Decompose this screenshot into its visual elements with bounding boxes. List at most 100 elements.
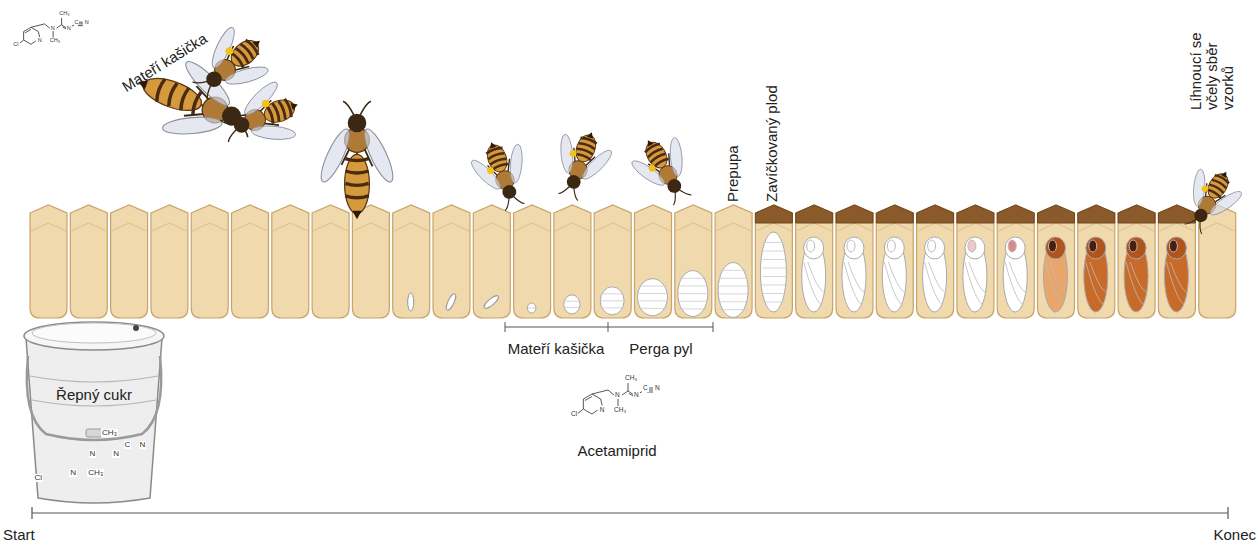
bee-stripe xyxy=(191,91,201,114)
bee-antennae xyxy=(343,101,371,115)
atom-label: N xyxy=(50,26,56,32)
pollen-load xyxy=(647,164,656,173)
atom-label: C xyxy=(124,441,132,449)
bee-wing xyxy=(316,126,355,185)
comb-cell xyxy=(635,205,672,318)
cell-facet xyxy=(797,223,832,231)
bee-wing xyxy=(251,124,296,141)
larva-segment xyxy=(762,276,785,277)
comb-cell xyxy=(917,205,954,318)
atom-label: N xyxy=(139,441,147,449)
bee-stripe xyxy=(486,147,503,154)
comb-cell xyxy=(191,205,228,318)
bee-abdomen xyxy=(261,96,297,126)
comb-cell xyxy=(755,205,792,318)
worker-bee xyxy=(540,122,619,207)
cell-facet xyxy=(998,223,1033,231)
pupa-eye xyxy=(968,240,976,252)
comb-cell xyxy=(352,205,389,318)
pupa-eye xyxy=(928,240,936,252)
comb-cell xyxy=(715,205,752,318)
bee-head xyxy=(1192,206,1210,224)
comb-cell xyxy=(836,205,873,318)
bond xyxy=(24,40,31,44)
worker-bee xyxy=(1169,158,1251,243)
bee-wing xyxy=(208,25,238,71)
atom-label: N xyxy=(654,385,661,392)
pupa-legs xyxy=(884,262,904,305)
pupa-head xyxy=(1166,237,1186,259)
larva-segment xyxy=(679,301,707,302)
atom-label: N xyxy=(37,38,43,44)
bond xyxy=(592,390,608,394)
bee-stripe xyxy=(179,87,189,110)
pupa-legs xyxy=(1166,262,1186,305)
comb-cell xyxy=(272,205,309,318)
bee-stripe xyxy=(575,153,592,160)
bee-stripe xyxy=(488,152,505,159)
bee-stripe xyxy=(345,196,368,198)
bee-stripe xyxy=(579,142,596,149)
comb-cell xyxy=(70,205,107,318)
atom-label: N xyxy=(614,392,621,399)
pupa-legs xyxy=(965,262,985,305)
pupa-eye xyxy=(1049,240,1057,252)
comb-cell xyxy=(393,205,430,318)
bee-wing xyxy=(509,144,524,184)
bee-stripe xyxy=(490,157,507,164)
bond xyxy=(24,27,31,31)
cell-facet xyxy=(877,223,912,231)
pupa-eye xyxy=(1089,240,1097,252)
bee-stripe xyxy=(581,137,598,144)
larva-segment xyxy=(679,278,707,279)
cell-cap xyxy=(755,205,792,223)
cell-facet xyxy=(716,223,751,231)
cell-facet xyxy=(273,223,308,231)
larva-segment xyxy=(762,285,785,286)
atom-label: N xyxy=(599,407,606,414)
cell-cap xyxy=(1038,205,1075,223)
bee-antennae xyxy=(193,74,217,99)
larva-segment xyxy=(639,308,667,309)
egg xyxy=(444,293,457,312)
cell-facet xyxy=(958,223,993,231)
cell-facet xyxy=(1119,223,1154,231)
bucket-lid xyxy=(24,322,164,350)
bond xyxy=(585,397,592,401)
bond xyxy=(583,399,584,409)
bucket-body xyxy=(26,338,162,503)
cell-facet xyxy=(1200,223,1235,231)
pupa-head xyxy=(965,237,985,259)
pupa-eye xyxy=(1169,240,1177,252)
bee-antennae xyxy=(668,186,691,205)
bond xyxy=(592,410,598,414)
stage-label: Prepupa xyxy=(724,145,741,202)
pupa-legs xyxy=(804,262,824,305)
bond xyxy=(583,409,592,414)
pupa-head xyxy=(925,237,945,259)
pupa-eye xyxy=(1008,240,1016,252)
larva-segment xyxy=(719,309,747,310)
cell-facet xyxy=(192,223,227,231)
bee-stripe xyxy=(285,98,293,117)
comb-cell xyxy=(876,205,913,318)
cell-facet xyxy=(112,223,147,231)
node-text: Řepný cukr xyxy=(16,386,172,403)
larva-segment xyxy=(639,293,667,294)
worker-bee xyxy=(213,73,309,163)
bond xyxy=(25,29,31,32)
pollen-load xyxy=(1201,184,1210,193)
pupa-legs xyxy=(1046,262,1066,305)
atom-label: N xyxy=(69,469,77,477)
bee-wing xyxy=(468,157,504,193)
bee-wing xyxy=(669,137,684,177)
larva xyxy=(718,263,748,318)
larva xyxy=(600,287,624,315)
pupa-head xyxy=(1005,237,1025,259)
cell-facet xyxy=(31,223,66,231)
atom-label: N xyxy=(84,20,90,26)
cell-facet xyxy=(353,223,388,231)
pollen-load xyxy=(569,149,578,158)
cell-cap xyxy=(1118,205,1155,223)
